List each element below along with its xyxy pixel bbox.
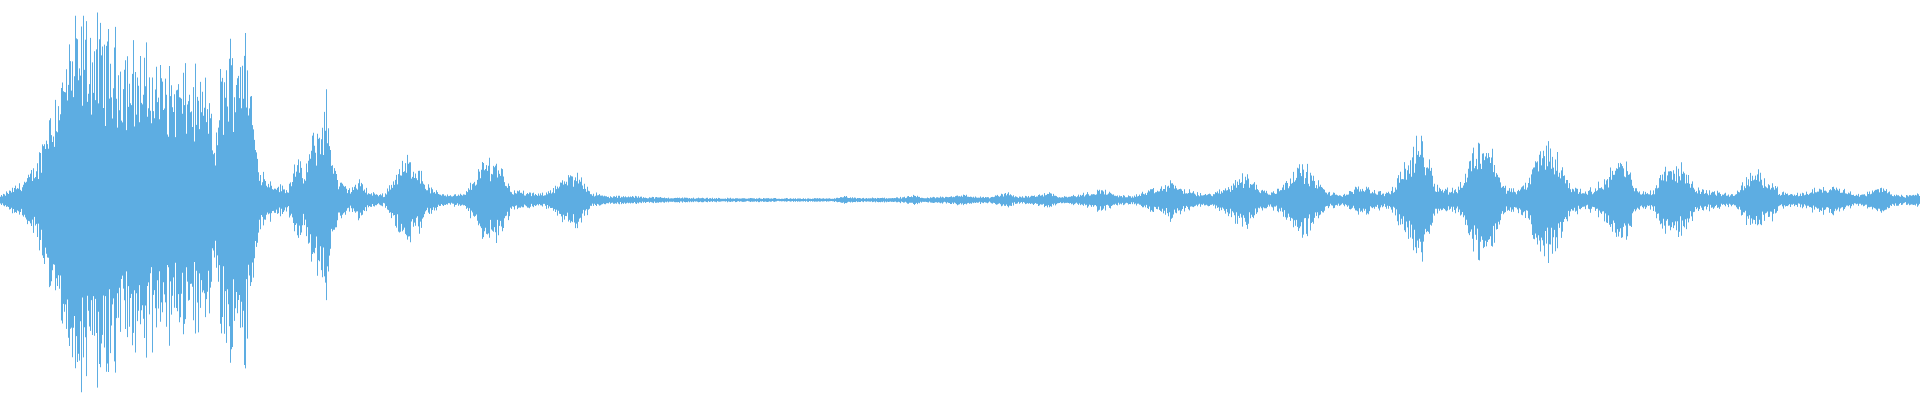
waveform-path bbox=[0, 12, 1920, 393]
waveform-bars bbox=[0, 12, 1920, 393]
